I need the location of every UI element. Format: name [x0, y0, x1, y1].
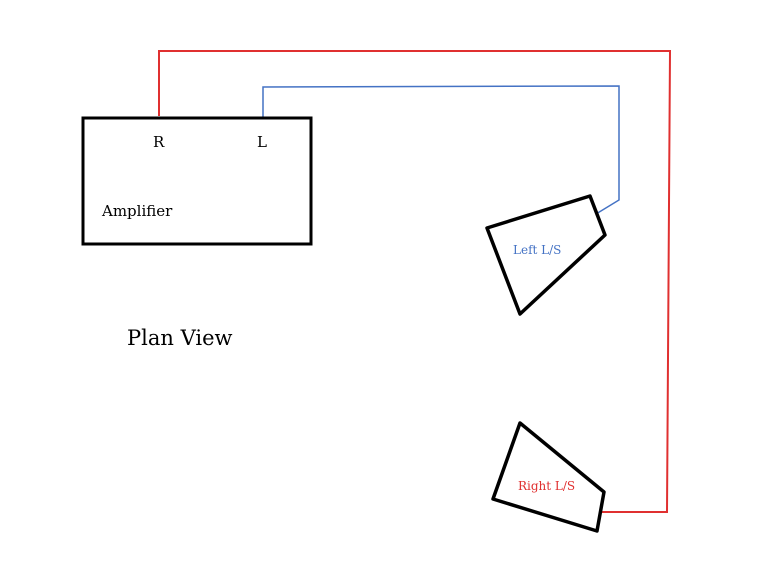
amplifier-terminal-right: R	[153, 133, 165, 151]
amplifier-terminal-left: L	[257, 133, 267, 151]
left-speaker-shape	[485, 194, 607, 316]
right-speaker-label: Right L/S	[518, 479, 575, 493]
amplifier-label: Amplifier	[101, 202, 173, 220]
left-speaker-label: Left L/S	[513, 243, 561, 257]
right-speaker-shape	[491, 421, 606, 533]
right-channel-wire	[158, 50, 672, 513]
amplifier-box	[81, 116, 313, 246]
plan-view-title: Plan View	[127, 326, 233, 350]
left-channel-wire	[262, 85, 620, 215]
